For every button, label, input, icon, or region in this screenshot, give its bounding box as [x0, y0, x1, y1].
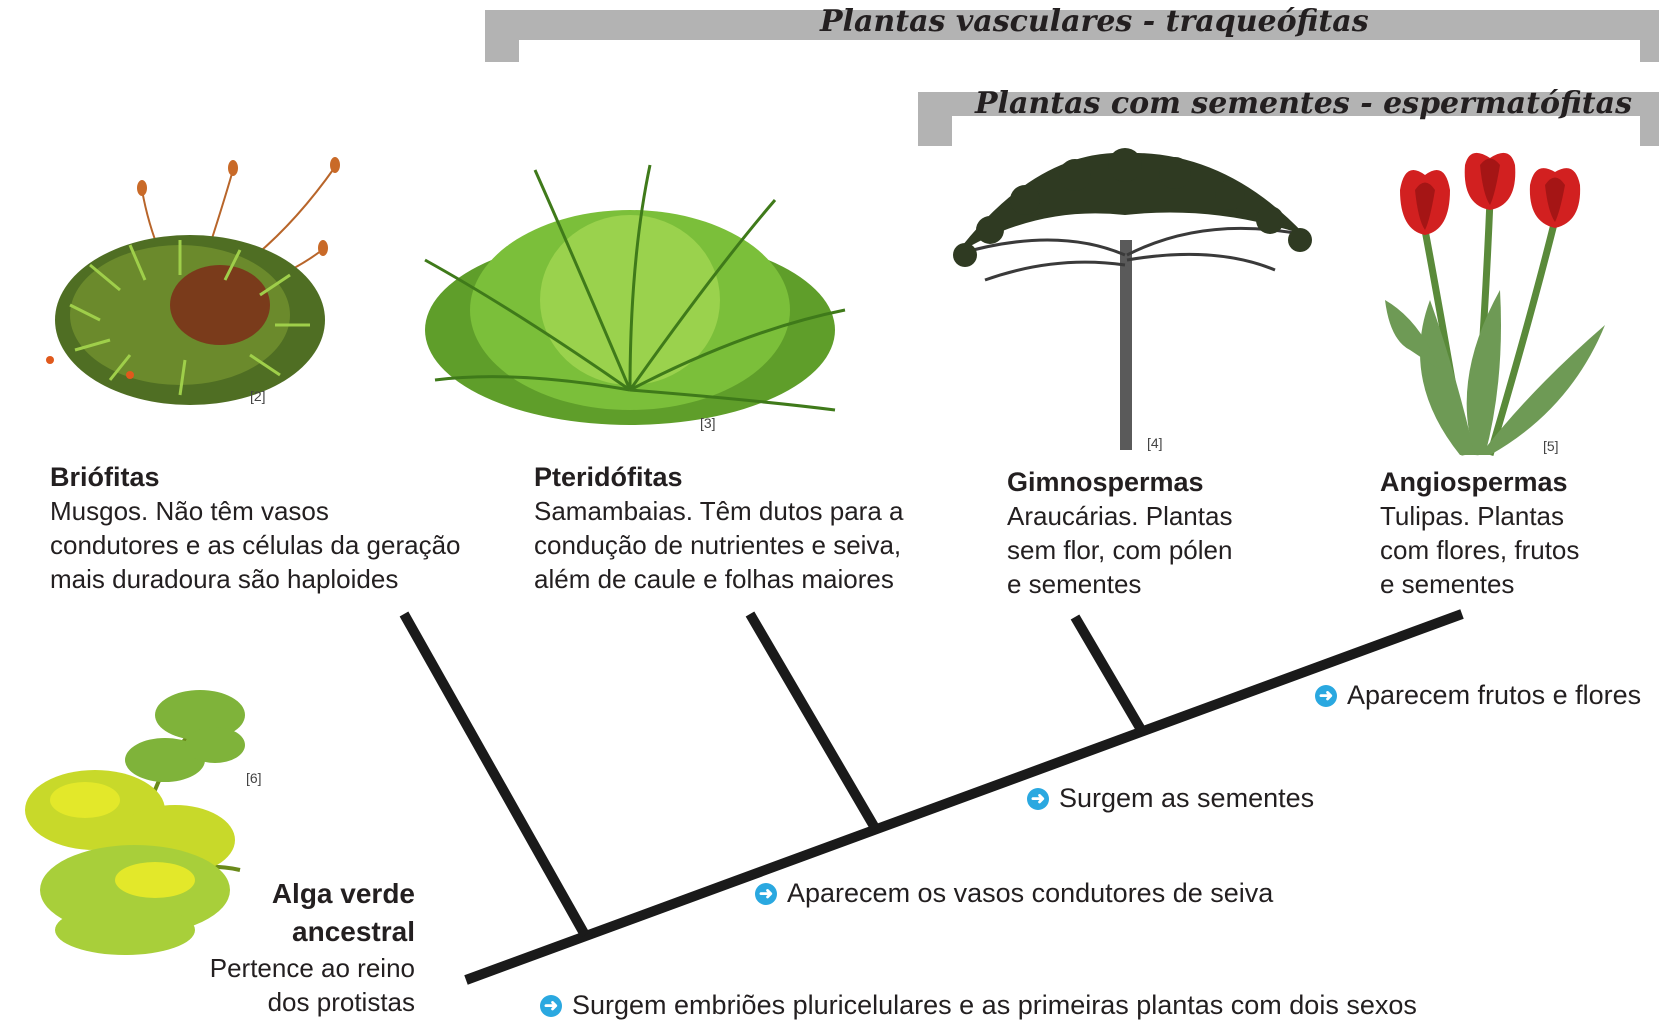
branch-pteridofitas: [745, 611, 880, 831]
tulip-ref: [5]: [1543, 438, 1559, 454]
group-title: Pteridófitas: [534, 462, 683, 492]
arrow-right-circle-icon: ➜: [1315, 684, 1337, 707]
event-label: Surgem embriões pluricelulares e as prim…: [572, 990, 1417, 1020]
arrow-right-circle-icon: ➜: [755, 882, 777, 905]
ancestor-desc-line: Pertence ao reino: [209, 953, 415, 983]
group-pteridofitas: Pteridófitas Samambaias. Têm dutos para …: [534, 460, 903, 596]
araucaria-illustration: [953, 148, 1312, 450]
event-label: Surgem as sementes: [1059, 783, 1315, 813]
group-desc-line: mais duradoura são haploides: [50, 564, 399, 594]
group-desc-line: condutores e as células da geração: [50, 530, 461, 560]
event-label: Aparecem frutos e flores: [1347, 680, 1642, 710]
event-fruits-flowers: ➜ Aparecem frutos e flores: [1315, 680, 1641, 711]
branch-briofitas: [399, 611, 590, 938]
seeds-bracket: [918, 92, 1659, 146]
event-embryos: ➜ Surgem embriões pluricelulares e as pr…: [540, 990, 1417, 1021]
alga-illustration: [25, 690, 245, 955]
group-title: Briófitas: [50, 462, 160, 492]
ancestor-label: Alga verde ancestral Pertence ao reino d…: [150, 875, 415, 1019]
group-desc-line: Musgos. Não têm vasos: [50, 496, 329, 526]
group-title: Gimnospermas: [1007, 467, 1204, 497]
vascular-bracket: [485, 10, 1659, 62]
alga-ref: [6]: [246, 770, 262, 786]
tulip-illustration: [1385, 152, 1605, 456]
seeds-bracket-title: Plantas com sementes - espermatófitas: [975, 86, 1632, 121]
group-title: Angiospermas: [1380, 467, 1568, 497]
group-desc-line: condução de nutrientes e seiva,: [534, 530, 902, 560]
arrow-right-circle-icon: ➜: [540, 994, 562, 1017]
fern-illustration: [424, 164, 846, 425]
group-desc-line: além de caule e folhas maiores: [534, 564, 894, 594]
event-seeds: ➜ Surgem as sementes: [1027, 783, 1314, 814]
branch-gimnospermas: [1070, 614, 1148, 736]
group-briofitas: Briófitas Musgos. Não têm vasos condutor…: [50, 460, 461, 596]
ancestor-title-line: ancestral: [292, 916, 415, 947]
moss-ref: [2]: [250, 388, 266, 404]
main-axis: [464, 609, 1464, 985]
arrow-right-circle-icon: ➜: [1027, 787, 1049, 810]
group-desc-line: e sementes: [1380, 569, 1515, 599]
araucaria-ref: [4]: [1147, 435, 1163, 451]
group-gimnospermas: Gimnospermas Araucárias. Plantas sem flo…: [1007, 465, 1232, 601]
vascular-bracket-title: Plantas vasculares - traqueófitas: [820, 4, 1369, 39]
group-desc-line: e sementes: [1007, 569, 1142, 599]
group-desc-line: com flores, frutos: [1380, 535, 1580, 565]
event-vessels: ➜ Aparecem os vasos condutores de seiva: [755, 878, 1273, 909]
group-desc-line: Samambaias. Têm dutos para a: [534, 496, 904, 526]
ancestor-desc-line: dos protistas: [267, 987, 415, 1017]
fern-ref: [3]: [700, 415, 716, 431]
group-angiospermas: Angiospermas Tulipas. Plantas com flores…: [1380, 465, 1579, 601]
group-desc-line: Tulipas. Plantas: [1380, 501, 1565, 531]
taxon-brackets: [485, 10, 1659, 146]
group-desc-line: sem flor, com pólen: [1007, 535, 1233, 565]
moss-illustration: [46, 157, 340, 405]
group-desc-line: Araucárias. Plantas: [1007, 501, 1233, 531]
ancestor-title-line: Alga verde: [271, 878, 415, 909]
event-label: Aparecem os vasos condutores de seiva: [787, 878, 1274, 908]
